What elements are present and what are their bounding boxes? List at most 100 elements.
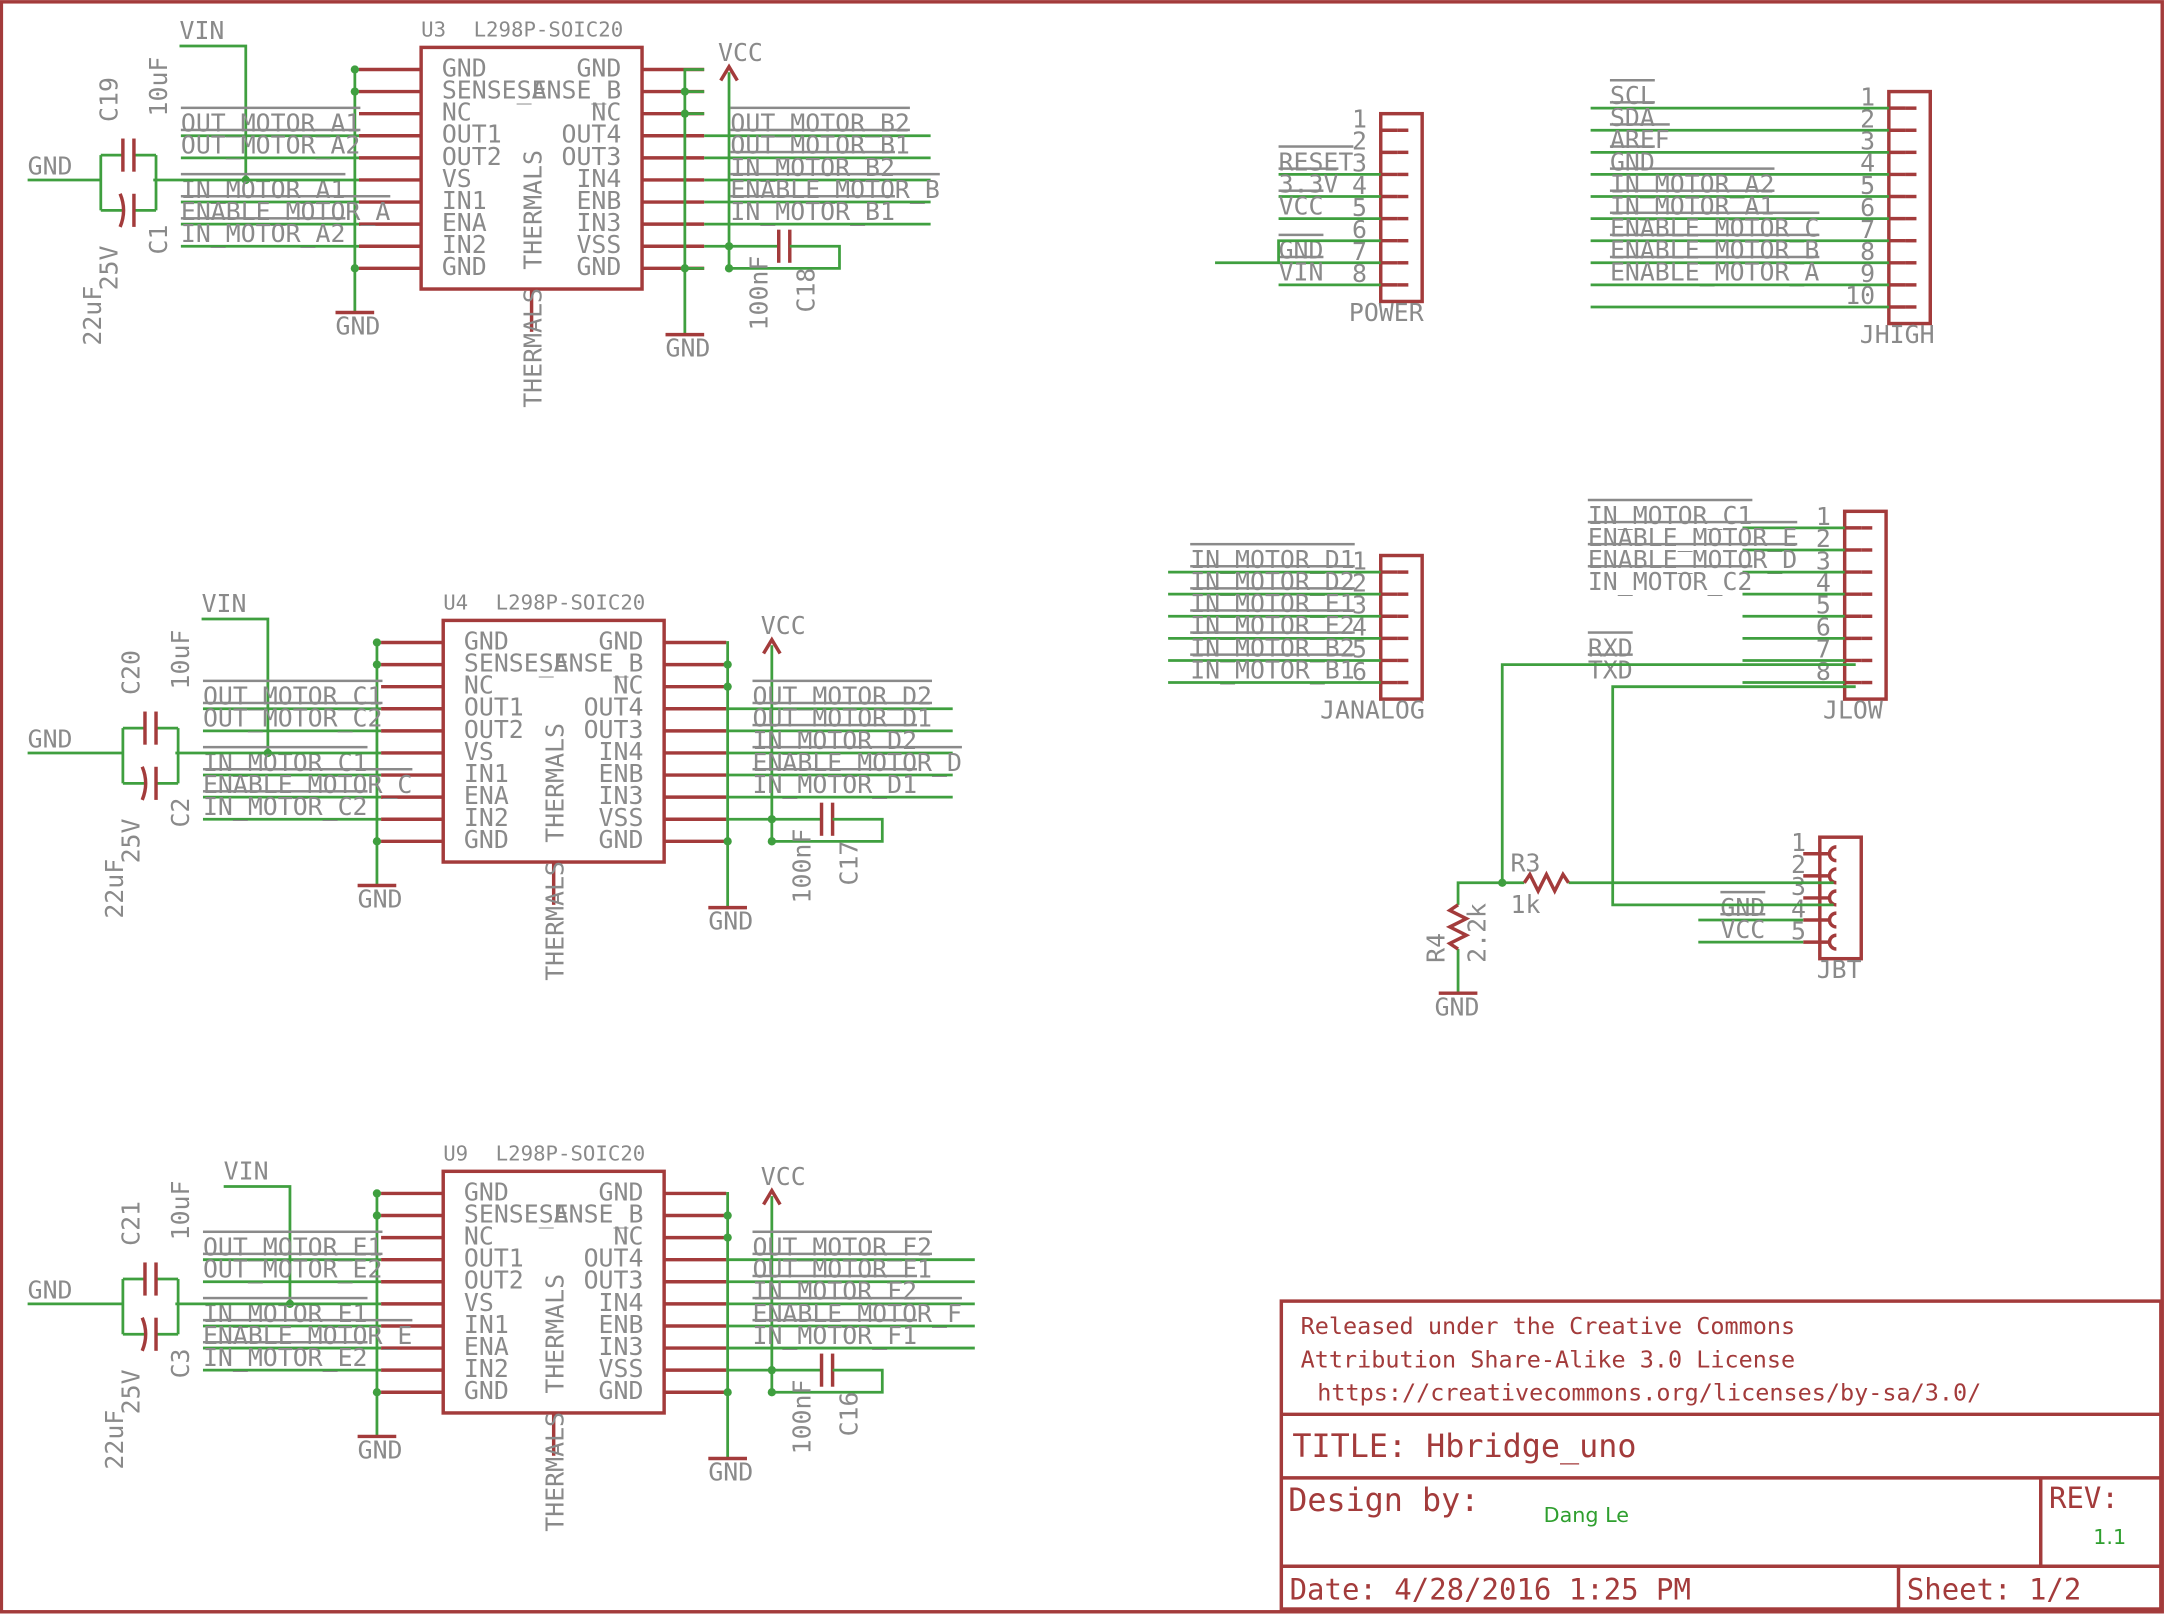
header-pin-number: 3 bbox=[1791, 872, 1806, 901]
gnd-label-right: GND bbox=[666, 334, 711, 363]
thermal-pin-label: THERMALS bbox=[518, 288, 547, 408]
net-label-right: ENABLE_MOTOR_F bbox=[753, 1299, 962, 1328]
cap-c-value: 100nF bbox=[787, 1380, 816, 1455]
wire bbox=[729, 244, 841, 270]
header-pin-number: 8 bbox=[1860, 237, 1875, 266]
rev-label: REV: bbox=[2049, 1481, 2119, 1515]
resistor-r4-symbol bbox=[1445, 903, 1471, 951]
pin-label-left: IN2 bbox=[464, 803, 509, 832]
vcc-arrow bbox=[762, 1187, 782, 1206]
gnd-label-left: GND bbox=[336, 312, 381, 341]
header-pin-number: 5 bbox=[1352, 193, 1367, 222]
vcc-label: VCC bbox=[761, 611, 806, 640]
header-pin-number: 7 bbox=[1860, 215, 1875, 244]
header-body bbox=[1842, 509, 1888, 701]
pin-label-left: ENA bbox=[464, 1332, 509, 1361]
cap-c-value: 100nF bbox=[745, 256, 774, 331]
header-name: JHIGH bbox=[1860, 320, 1935, 349]
header-net-label: VIN bbox=[1279, 258, 1324, 287]
header-jlow: 1IN_MOTOR_C12ENABLE_MOTOR_E3ENABLE_MOTOR… bbox=[1588, 501, 1888, 724]
r3-value: 1k bbox=[1511, 890, 1541, 919]
pin-label-left: VS bbox=[464, 737, 494, 766]
pin-label-right: GND bbox=[599, 1376, 644, 1405]
net-label-right: OUT_MOTOR_F2 bbox=[753, 1233, 933, 1262]
junction-dot bbox=[350, 87, 359, 96]
junction-dot bbox=[372, 1211, 382, 1220]
header-name: JLOW bbox=[1823, 695, 1883, 724]
junction-dot bbox=[350, 65, 359, 74]
gnd-label-left: GND bbox=[358, 1436, 403, 1465]
resistor-r3-symbol bbox=[1522, 870, 1570, 895]
header-pin-number: 1 bbox=[1352, 546, 1367, 575]
header-pin-number: 3 bbox=[1352, 591, 1367, 620]
title-block: Released under the Creative Commons Attr… bbox=[1279, 1299, 2163, 1611]
gnd-input-label: GND bbox=[28, 724, 73, 753]
header-pin-number: 4 bbox=[1352, 613, 1367, 642]
chip-part: L298P-SOIC20 bbox=[474, 17, 624, 41]
gnd-input-label: GND bbox=[28, 1275, 73, 1304]
thermal-pin-label: THERMALS bbox=[540, 1412, 569, 1532]
header-pin-number: 4 bbox=[1860, 149, 1875, 178]
pin-label-left: OUT1 bbox=[464, 693, 524, 722]
header-body bbox=[1379, 553, 1424, 701]
net-label-right: IN_MOTOR_D2 bbox=[753, 726, 918, 755]
wire bbox=[375, 641, 382, 886]
pin-label-right: OUT4 bbox=[561, 120, 621, 149]
pin-label-right: IN3 bbox=[599, 1332, 644, 1361]
net-label-left: OUT_MOTOR_E2 bbox=[203, 1255, 383, 1284]
header-net-label: ENABLE_MOTOR_A bbox=[1610, 258, 1819, 287]
header-pin-number: 4 bbox=[1791, 894, 1806, 923]
cap-a-ref: C21 bbox=[116, 1201, 145, 1246]
pin-label-left: GND bbox=[464, 1177, 509, 1206]
net-label-left: IN_MOTOR_C2 bbox=[203, 792, 368, 821]
vcc-arrow bbox=[719, 63, 739, 82]
pin-label-right: OUT4 bbox=[584, 693, 644, 722]
header-pin-number: 10 bbox=[1845, 281, 1875, 310]
wire bbox=[375, 1192, 382, 1437]
header-pin-number: 2 bbox=[1860, 104, 1875, 133]
pin-label-right: NC bbox=[614, 1222, 644, 1251]
pin-label-left: NC bbox=[464, 671, 494, 700]
cap-c-ref: C16 bbox=[834, 1392, 863, 1437]
pin-label-right: OUT4 bbox=[584, 1244, 644, 1273]
pin-label-left: ENA bbox=[464, 781, 509, 810]
header-pin-number: 6 bbox=[1816, 613, 1831, 642]
header-net-label: AREF bbox=[1610, 125, 1670, 154]
pin-label-left: ENA bbox=[442, 208, 487, 237]
net-label-left: IN_MOTOR_E2 bbox=[203, 1343, 368, 1372]
wire bbox=[353, 68, 359, 313]
wire bbox=[771, 817, 884, 843]
pin-label-left: NC bbox=[442, 98, 472, 127]
header-net-label: ENABLE_MOTOR_B bbox=[1610, 236, 1819, 265]
pin-label-right: SENSE_B bbox=[517, 75, 622, 104]
header-pin-number: 5 bbox=[1860, 171, 1875, 200]
chip-ref: U4 bbox=[443, 590, 468, 614]
gnd-label-left: GND bbox=[358, 885, 403, 914]
header-body bbox=[1887, 89, 1933, 326]
pin-label-left: NC bbox=[464, 1222, 494, 1251]
pin-label-right: OUT3 bbox=[584, 715, 644, 744]
license-line-2: Attribution Share-Alike 3.0 License bbox=[1301, 1345, 1796, 1373]
header-pin-number: 8 bbox=[1352, 259, 1367, 288]
junction-dot bbox=[372, 1189, 382, 1198]
cap-b-ref: C1 bbox=[144, 225, 173, 255]
pin-label-right: IN3 bbox=[576, 208, 621, 237]
wire bbox=[683, 68, 705, 335]
pin-label-right: OUT3 bbox=[584, 1266, 644, 1295]
header-name: POWER bbox=[1349, 298, 1424, 327]
pin-label-left: GND bbox=[442, 252, 487, 281]
junction-dot bbox=[723, 837, 732, 846]
net-label-right: IN_MOTOR_F1 bbox=[753, 1321, 918, 1350]
pin-label-right: OUT3 bbox=[561, 142, 621, 171]
pin-label-left: IN1 bbox=[464, 759, 509, 788]
header-name: JBT bbox=[1817, 955, 1862, 984]
cap-a-ref: C19 bbox=[94, 77, 123, 122]
header-pin-number: 7 bbox=[1816, 635, 1831, 664]
junction-dot bbox=[680, 264, 689, 273]
pin-label-left: IN2 bbox=[464, 1354, 509, 1383]
r4-gnd-label: GND bbox=[1435, 992, 1480, 1021]
net-label-right: IN_MOTOR_D1 bbox=[753, 770, 918, 799]
sheet-number: Sheet: 1/2 bbox=[1907, 1572, 2082, 1606]
